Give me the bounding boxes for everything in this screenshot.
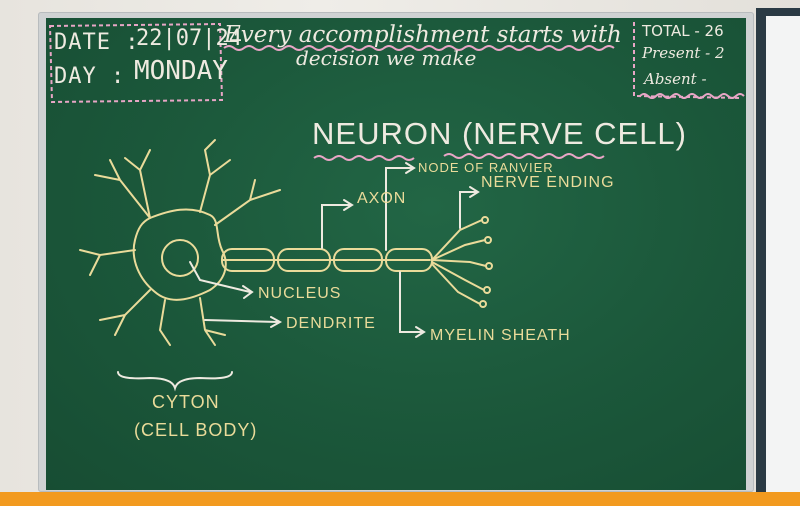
myelin-segment [333,248,383,272]
date-value: 22|07|24 [136,26,242,51]
label-axon: AXON [357,190,407,207]
myelin-segment [277,248,331,272]
terminal-bulb [485,262,493,270]
attendance-box-border [633,22,743,99]
node-arrow [385,162,416,251]
dendrite-branch [199,139,231,213]
day-label: DAY : [54,64,126,89]
attendance-present: Present - 2 [642,44,725,62]
axon-arrow [321,199,354,249]
nerve-ending-branch [431,219,487,305]
attendance-total: TOTAL - 26 [642,22,724,40]
dendrite-arrow [204,316,283,328]
dendrite-branch [199,297,226,346]
day-value: MONDAY [134,56,228,86]
attendance-absent: Absent - [644,70,707,88]
quote-line-2: decision we make [296,46,477,70]
dendrite-branch [79,249,136,276]
side-panel-screen [766,16,800,494]
ending-arrow [459,186,480,229]
label-cyton: CYTON [152,392,220,412]
quote-underline [223,45,615,51]
terminal-bulb [479,300,487,308]
title-underline [313,153,605,161]
diagram-title: NEURON (NERVE CELL) [312,116,688,151]
terminal-bulb [483,286,491,294]
myelin-segment [221,248,275,272]
date-box-border [48,22,224,104]
side-panel [756,8,800,494]
cyton-bracket [117,371,233,392]
label-nerve-ending: NERVE ENDING [481,174,615,191]
attendance-wave [639,93,745,99]
date-label: DATE : [54,30,140,55]
nucleus-circle [161,239,199,277]
label-cell-body: (CELL BODY) [134,420,258,440]
label-dendrite: DENDRITE [286,315,376,332]
quote-line-1: Every accomplishment starts with [224,22,622,48]
label-node-of-ranvier: NODE OF RANVIER [418,160,554,175]
bottom-accent-bar [0,492,800,506]
terminal-bulb [481,216,489,224]
label-myelin-sheath: MYELIN SHEATH [430,327,571,344]
nucleus-arrow [189,261,254,299]
myelin-arrow [399,271,426,338]
dendrite-branch [214,179,281,226]
label-nucleus: NUCLEUS [258,285,342,302]
terminal-bulb [484,236,492,244]
cyton-outline [132,208,227,301]
dendrite-branch [94,149,151,219]
dendrite-branch [99,289,171,346]
